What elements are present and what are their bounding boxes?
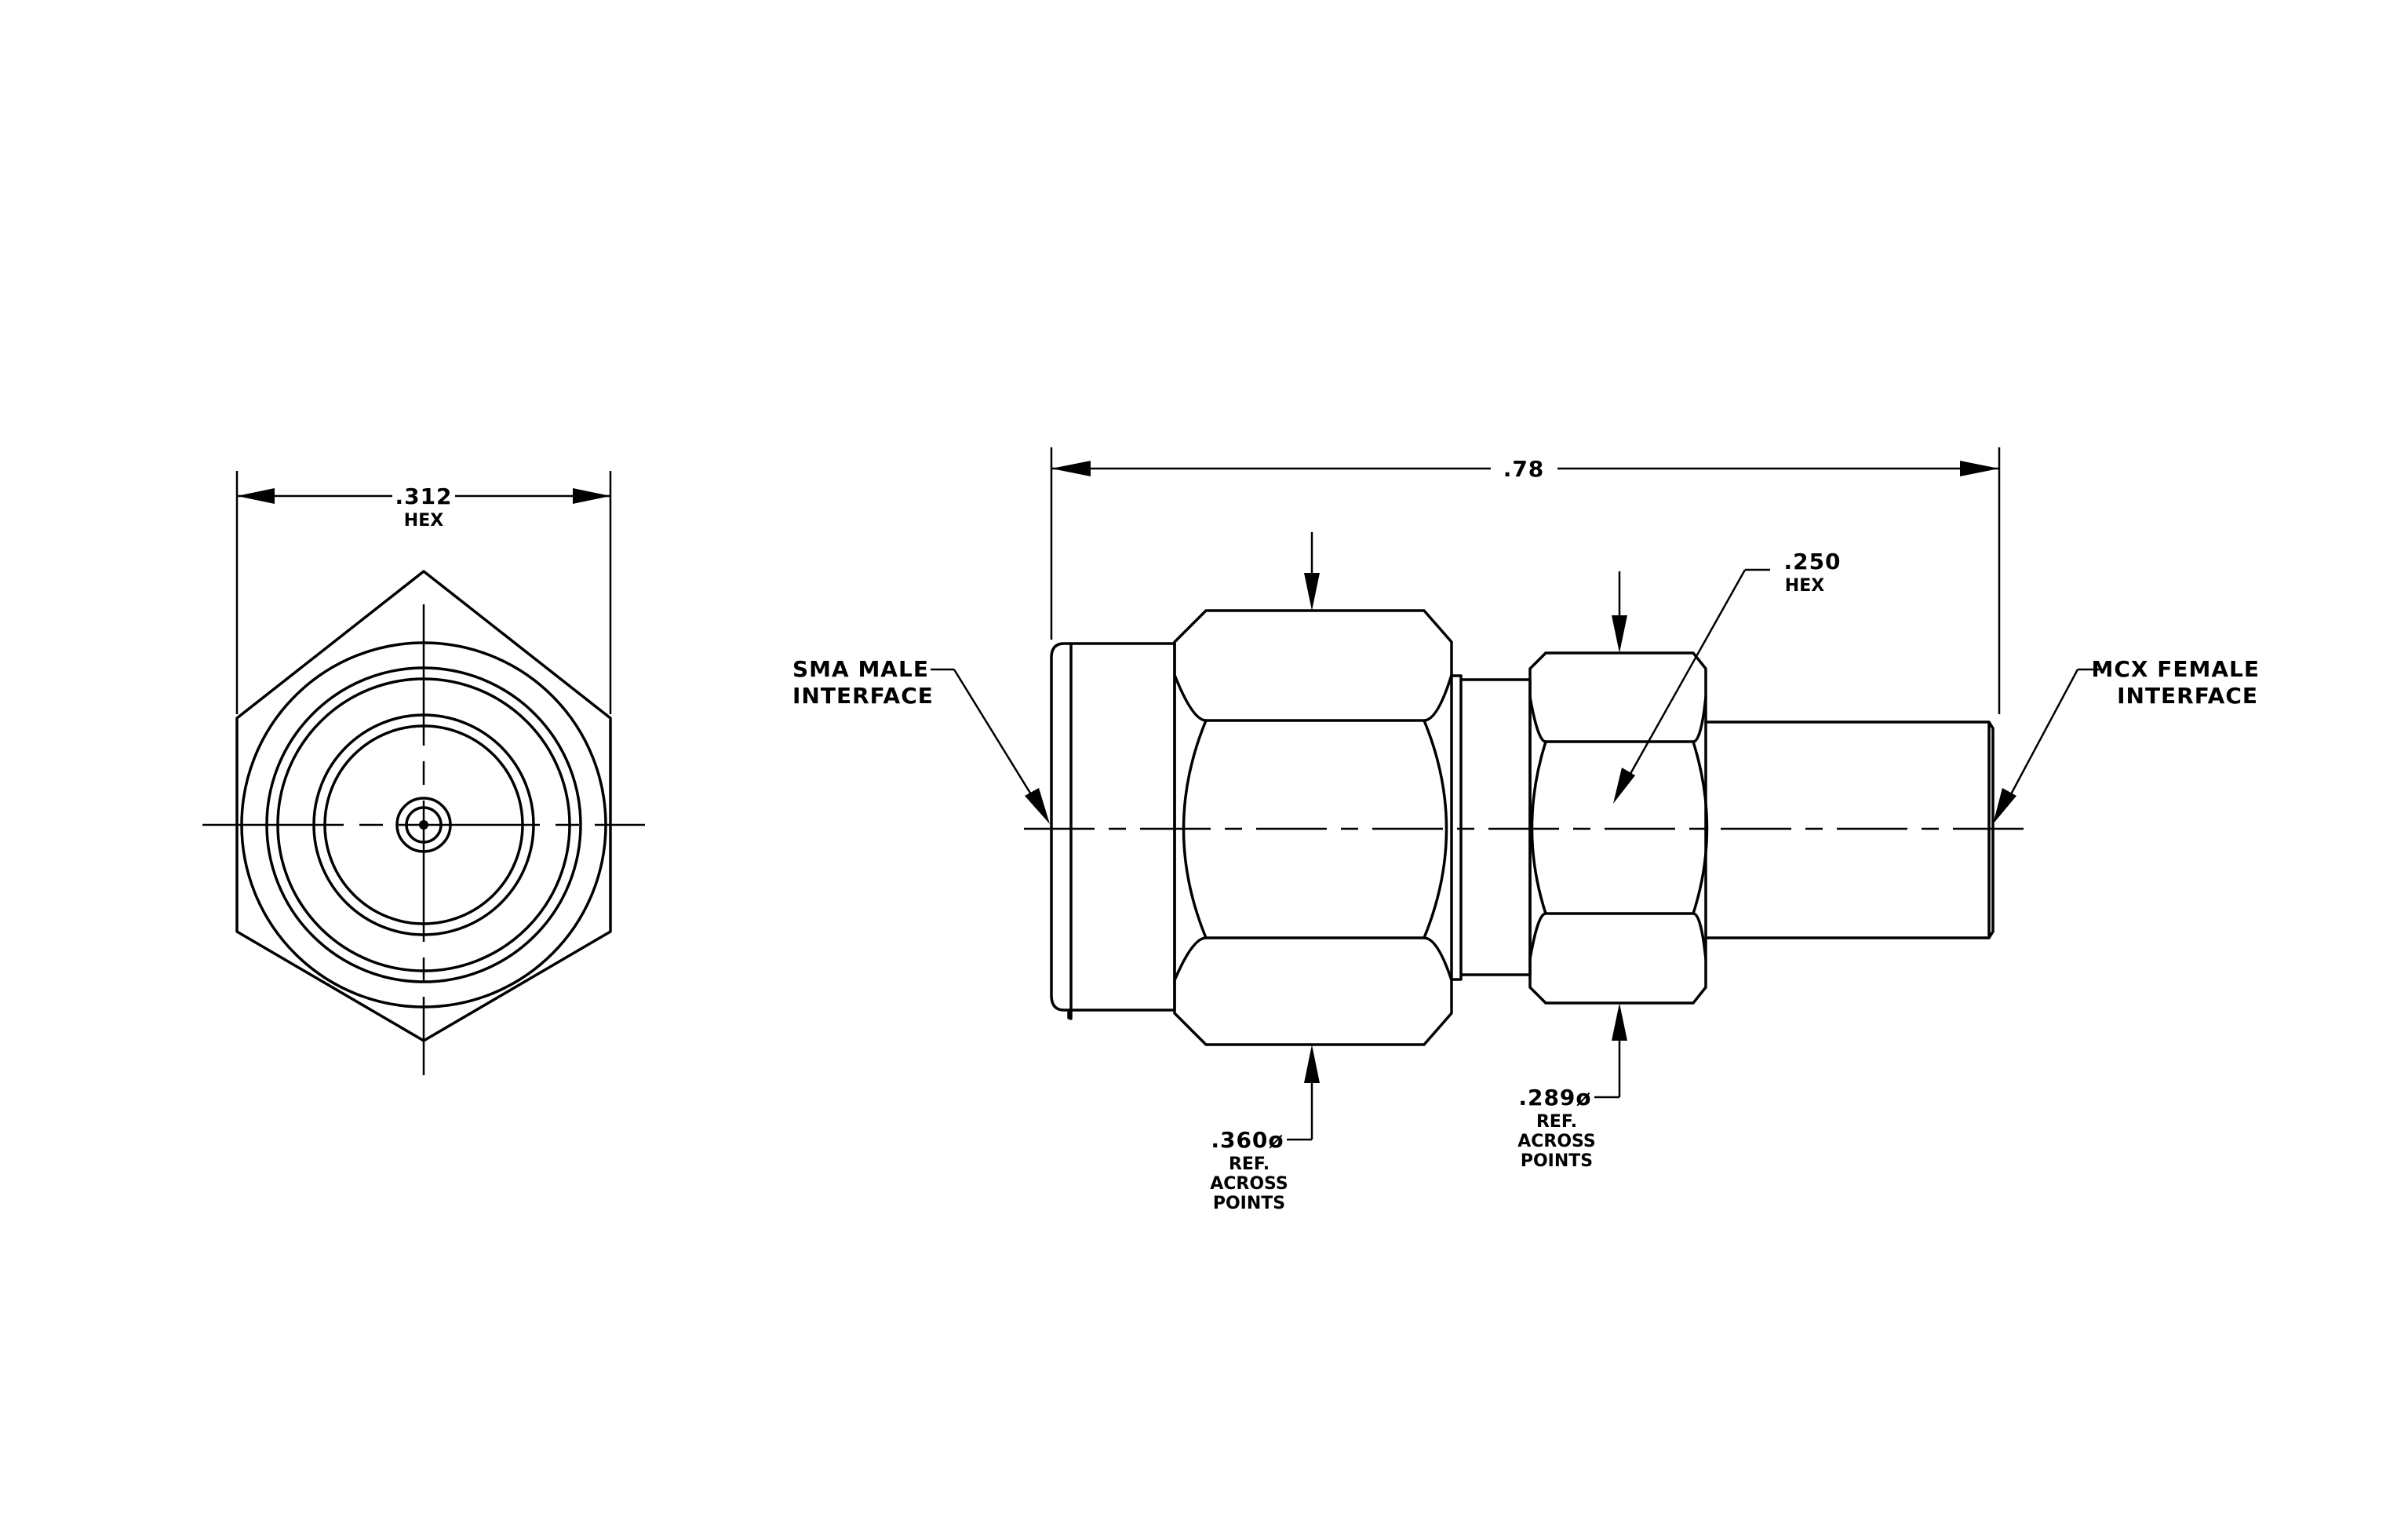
large-hex-middle-curve-right [1423,719,1448,939]
large-hex-bottom-arrow [1304,1045,1320,1083]
small-hex-nut [1528,651,1707,1005]
small-hex-width-leader-diagonal [1623,569,1747,786]
end-view-arrow-right [573,488,610,504]
mcx-leader-diagonal [2004,669,2079,805]
small-hex-width-note: HEX [1785,576,1824,596]
sma-leader-arrow [1025,788,1050,824]
small-hex-bottom-arrow [1612,1003,1627,1041]
end-view: .312 HEX [202,471,645,1075]
overall-arrow-left [1051,461,1091,476]
sma-leader-diagonal [953,669,1039,805]
large-hex-upper-flat [1173,673,1453,722]
end-view-dim-note: HEX [404,511,443,531]
large-hex-nut [1173,609,1453,1046]
small-hex-points-note3: POINTS [1521,1151,1593,1171]
large-hex-points-value: .360ø [1211,1127,1284,1153]
overall-length-value: .78 [1503,456,1545,482]
large-hex-points-note2: ACROSS [1210,1174,1288,1194]
sma-coupling-body [1050,642,1176,1020]
small-hex-middle-curve-left [1530,740,1547,915]
large-hex-lower-flat [1173,936,1453,982]
small-hex-points-note1: REF. [1536,1112,1577,1132]
small-hex-width-value: .250 [1783,549,1841,574]
end-view-dim-value: .312 [395,483,452,509]
small-hex-top-arrow [1612,615,1627,653]
side-view: .78 .360ø REF. ACROSS POINTS .289ø REF. … [792,447,2260,1213]
sma-label-line2: INTERFACE [792,683,934,709]
body-neck [1450,674,1532,981]
mcx-barrel [1704,720,1995,939]
end-view-arrow-left [237,488,275,504]
large-hex-top-arrow [1304,573,1320,611]
mcx-label-line1: MCX FEMALE [2091,656,2260,682]
small-hex-upper-flat [1528,695,1707,743]
small-hex-lower-flat [1528,912,1707,961]
overall-arrow-right [1960,461,1999,476]
sma-label-line1: SMA MALE [792,656,929,682]
mcx-label-line2: INTERFACE [2117,683,2258,709]
small-hex-width-arrow [1613,768,1635,804]
small-hex-points-note2: ACROSS [1517,1132,1596,1151]
small-hex-middle-curve-right [1692,740,1709,915]
mcx-leader-arrow [1993,788,2016,824]
small-hex-points-value: .289ø [1518,1085,1591,1111]
large-hex-points-note3: POINTS [1213,1194,1285,1213]
large-hex-points-note1: REF. [1229,1154,1270,1174]
